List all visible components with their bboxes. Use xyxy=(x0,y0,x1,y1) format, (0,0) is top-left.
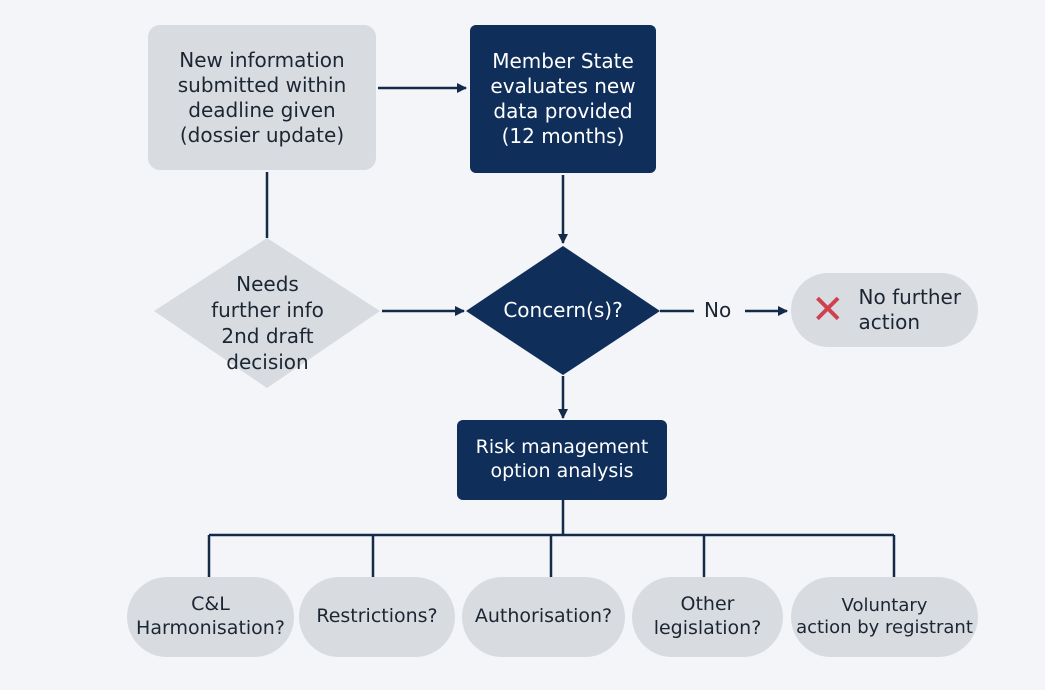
option-text: Voluntary action by registrant xyxy=(796,594,973,639)
no-further-action-node: ✕ No further action xyxy=(791,273,978,347)
option-text: C&L Harmonisation? xyxy=(136,593,285,639)
option-other-legislation: Other legislation? xyxy=(632,577,783,657)
concerns-text: Concern(s)? xyxy=(503,298,623,322)
option-text: Other legislation? xyxy=(653,593,762,639)
option-voluntary-action: Voluntary action by registrant xyxy=(791,577,978,657)
new-information-text: New information submitted within deadlin… xyxy=(177,47,347,147)
cross-icon: ✕ xyxy=(811,287,845,333)
option-text: Authorisation? xyxy=(474,605,613,628)
needs-further-info-text: Needs further info 2nd draft decision xyxy=(211,272,324,374)
option-cl-harmonisation: C&L Harmonisation? xyxy=(127,577,294,657)
risk-management-node: Risk management option analysis xyxy=(457,420,667,500)
needs-further-info-diamond xyxy=(154,238,380,388)
member-state-node: Member State evaluates new data provided… xyxy=(470,25,656,173)
no-edge-label: No xyxy=(704,298,732,322)
option-text: Restrictions? xyxy=(316,605,438,628)
option-authorisation: Authorisation? xyxy=(462,577,625,657)
risk-management-text: Risk management option analysis xyxy=(475,436,649,482)
member-state-text: Member State evaluates new data provided… xyxy=(490,49,636,148)
no-further-action-text: No further action xyxy=(858,285,962,334)
option-restrictions: Restrictions? xyxy=(299,577,455,657)
concerns-diamond xyxy=(466,246,660,375)
new-information-node: New information submitted within deadlin… xyxy=(148,25,376,170)
